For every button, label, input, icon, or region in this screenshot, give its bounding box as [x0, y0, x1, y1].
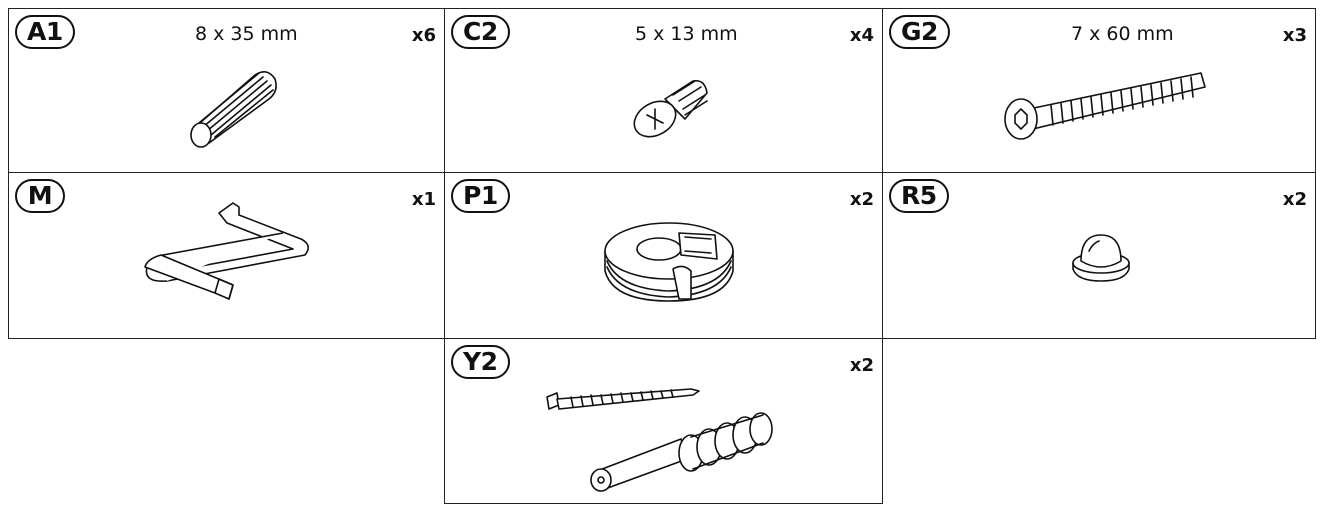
part-code-badge: R5 [889, 179, 949, 213]
allen-key-icon [144, 202, 309, 300]
part-cell-m: M x1 [8, 172, 445, 339]
part-quantity: x3 [1282, 25, 1307, 46]
part-dimension: 5 x 13 mm [635, 23, 738, 45]
part-cell-p1: P1 x2 [444, 172, 883, 339]
part-quantity: x4 [849, 25, 874, 46]
part-code-badge: P1 [451, 179, 510, 213]
bumper-pad-icon [1072, 234, 1130, 282]
part-quantity: x2 [1282, 189, 1307, 210]
part-code-badge: G2 [889, 15, 950, 49]
cam-lock-icon [604, 222, 734, 302]
part-code-badge: Y2 [451, 345, 510, 379]
part-quantity: x1 [411, 189, 436, 210]
part-cell-r5: R5 x2 [882, 172, 1316, 339]
part-cell-a1: A1 8 x 35 mm x6 [8, 8, 445, 173]
part-code-badge: C2 [451, 15, 510, 49]
part-dimension: 8 x 35 mm [195, 23, 298, 45]
wall-anchor-screw-icon [546, 388, 773, 492]
part-cell-g2: G2 7 x 60 mm x3 [882, 8, 1316, 173]
part-code-badge: M [15, 179, 65, 213]
part-code-badge: A1 [15, 15, 75, 49]
part-quantity: x2 [849, 355, 874, 376]
wooden-dowel-icon [190, 71, 277, 148]
hex-socket-bolt-icon [1004, 72, 1206, 140]
part-quantity: x6 [411, 25, 436, 46]
part-cell-y2: Y2 x2 [444, 338, 883, 504]
part-dimension: 7 x 60 mm [1071, 23, 1174, 45]
flat-head-screw-icon [633, 79, 708, 138]
part-quantity: x2 [849, 189, 874, 210]
part-cell-c2: C2 5 x 13 mm x4 [444, 8, 883, 173]
